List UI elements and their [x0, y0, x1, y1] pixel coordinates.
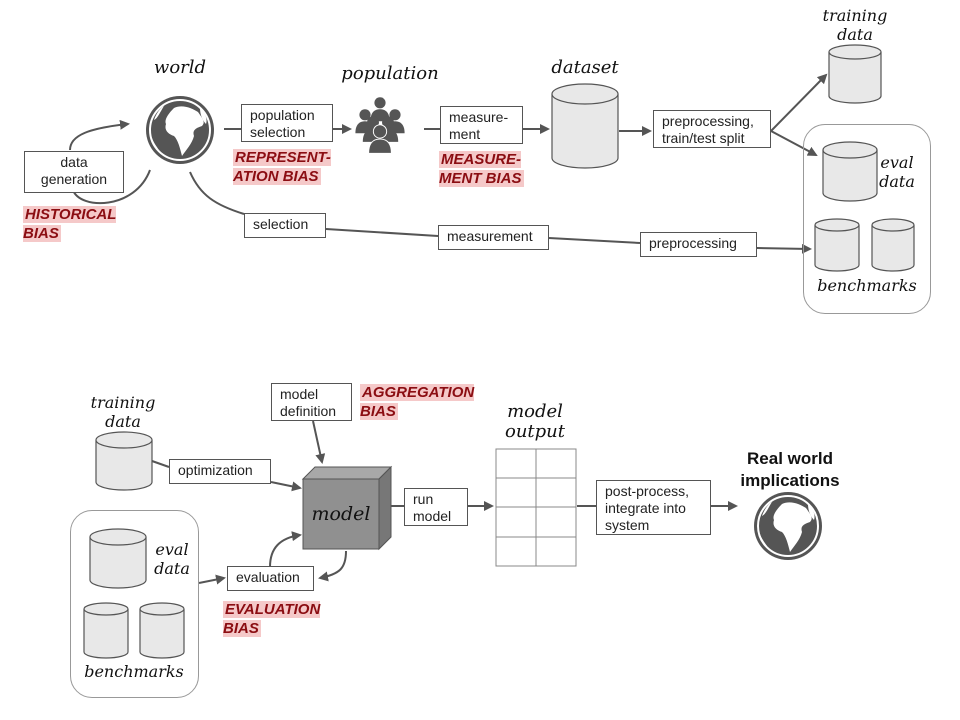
- arrow-split-to-training: [770, 73, 828, 132]
- historical-bias-label: HISTORICAL BIAS: [23, 205, 117, 243]
- world-label: world: [153, 57, 207, 78]
- model-cube-icon: [301, 465, 393, 551]
- population-people-icon: [355, 97, 405, 154]
- benchmark-cylinder-icon: [871, 218, 915, 272]
- evaluation-bias-label: EVALUATION BIAS: [223, 600, 321, 638]
- training-data-cylinder-icon: [95, 431, 153, 491]
- model-output-label: model output: [504, 401, 565, 442]
- benchmark-cylinder-icon: [814, 218, 860, 272]
- measurement-bias-text: MEASURE- MENT BIAS: [439, 151, 524, 187]
- historical-bias-text: HISTORICAL BIAS: [23, 206, 117, 242]
- measurement-bias-label: MEASURE- MENT BIAS: [439, 150, 524, 188]
- arrow-evaluation-to-model: [269, 531, 302, 568]
- benchmark-cylinder-icon: [139, 602, 185, 659]
- model-label: model: [311, 503, 371, 525]
- data-generation-box: data generation: [24, 151, 124, 193]
- connector-measurement-preprocessing: [548, 237, 641, 244]
- real-world-globe-icon: [753, 491, 823, 561]
- training-data-cylinder-icon: [828, 44, 882, 104]
- model-definition-box: model definition: [271, 383, 352, 421]
- eval-data-cylinder-icon: [822, 141, 878, 202]
- representation-bias-label: REPRESENT- ATION BIAS: [233, 148, 331, 186]
- connector-selection-measurement: [325, 228, 439, 237]
- eval-group-bottom: [70, 510, 199, 698]
- benchmarks-label-bottom: benchmarks: [84, 662, 184, 681]
- connector-training-optimization: [151, 460, 170, 468]
- arrow-definition-to-model: [312, 420, 326, 464]
- arrow-world-to-datagen: [72, 169, 151, 204]
- arrow-preprocessing-to-benchmarks: [756, 243, 812, 254]
- measurement-box-top: measure- ment: [440, 106, 523, 144]
- arrow-model-to-evaluation: [318, 550, 347, 582]
- benchmarks-label: benchmarks: [817, 276, 917, 295]
- training-data-label-bottom: training data: [90, 393, 156, 431]
- evaluation-box: evaluation: [227, 566, 314, 591]
- population-label: population: [341, 63, 439, 84]
- preprocessing-split-box: preprocessing, train/test split: [653, 110, 771, 148]
- measurement-box-bottom: measurement: [438, 225, 549, 250]
- post-process-box: post-process, integrate into system: [596, 480, 711, 535]
- arrow-datagen-to-world: [69, 119, 130, 151]
- training-data-label: training data: [822, 6, 888, 44]
- aggregation-bias-label: AGGREGATION BIAS: [360, 383, 475, 421]
- dataset-cylinder-icon: [551, 83, 619, 169]
- representation-bias-text: REPRESENT- ATION BIAS: [233, 149, 331, 185]
- population-selection-box: population selection: [241, 104, 333, 142]
- world-globe-icon: [145, 95, 215, 165]
- arrow-eval-to-evaluation: [198, 574, 226, 585]
- aggregation-bias-text: AGGREGATION BIAS: [360, 384, 475, 420]
- evaluation-bias-text: EVALUATION BIAS: [223, 601, 321, 637]
- eval-data-label-bottom: eval data: [154, 540, 190, 578]
- eval-data-cylinder-icon: [89, 528, 147, 589]
- preprocessing-box: preprocessing: [640, 232, 757, 257]
- real-world-implications-label: Real world implications: [740, 449, 840, 490]
- dataset-label: dataset: [551, 57, 619, 78]
- arrow-split-to-eval: [770, 130, 818, 156]
- model-output-grid: [495, 448, 577, 567]
- eval-data-label: eval data: [879, 153, 915, 191]
- connector-world-selection: [189, 171, 245, 215]
- optimization-box: optimization: [169, 459, 271, 484]
- selection-box: selection: [244, 213, 326, 238]
- benchmark-cylinder-icon: [83, 602, 129, 659]
- eval-group-top: [803, 124, 931, 314]
- run-model-box: run model: [404, 488, 468, 526]
- arrow-optimization-to-model: [270, 481, 302, 492]
